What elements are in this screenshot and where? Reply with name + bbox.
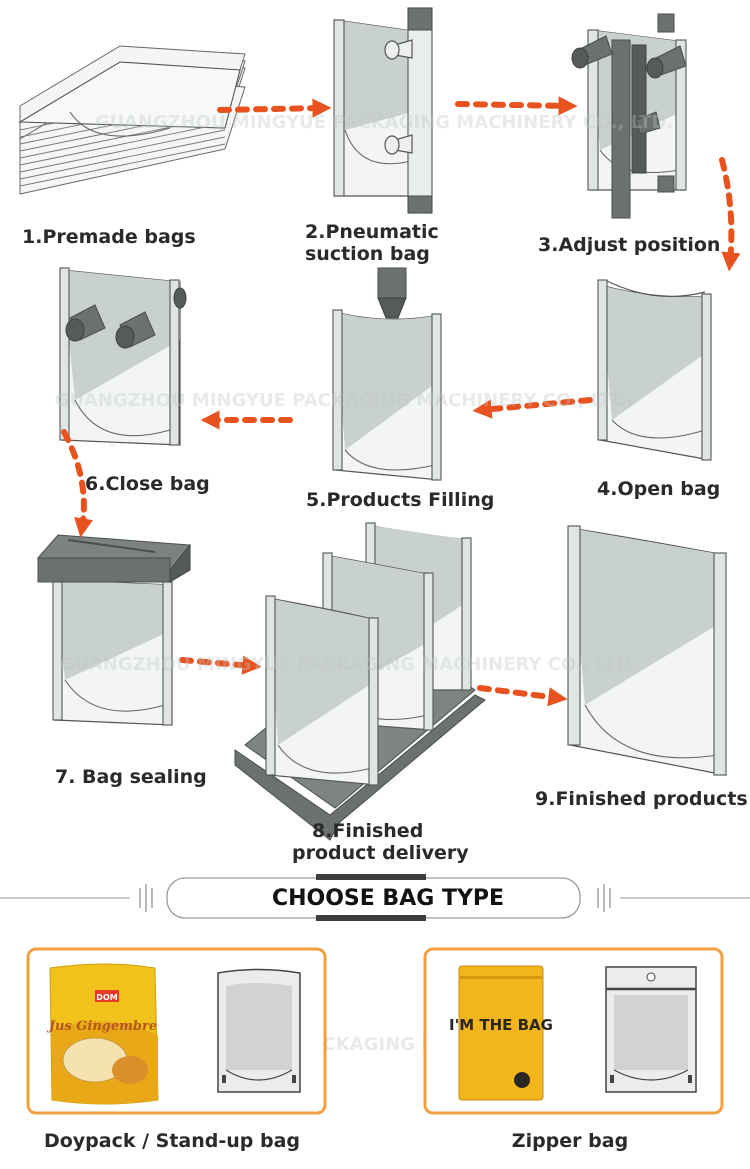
doypack-blank-bag <box>217 968 301 1093</box>
premade-bags-stack <box>18 45 246 195</box>
watermark: GUANGZHOU MINGYUE PACKAGING MACHINERY CO… <box>60 654 638 675</box>
suction-cup-icon <box>384 39 413 155</box>
watermark: GUANGZHOU MINGYUE PACKAGING MACHINERY CO… <box>55 390 633 411</box>
dashed-arrow-icon <box>61 429 94 538</box>
dashed-arrow-icon <box>179 655 262 675</box>
nozzle-icon <box>377 267 407 319</box>
filling-illustration <box>332 267 442 481</box>
bag-type-label-doypack: Doypack / Stand-up bag <box>44 1130 300 1152</box>
dashed-arrow-icon <box>477 685 568 707</box>
suction-cup-icon <box>65 287 187 349</box>
bag-type-card-doypack[interactable]: DOM Jus Gingembre <box>26 947 327 1115</box>
doypack-product-name: Jus Gingembre <box>46 1019 157 1034</box>
dashed-arrow-icon <box>217 98 332 118</box>
banner-title: CHOOSE BAG TYPE <box>272 886 504 911</box>
dashed-arrow-icon <box>719 157 741 272</box>
choose-bag-type-banner: CHOOSE BAG TYPE <box>0 874 750 921</box>
step-label-3: 3.Adjust position <box>538 234 720 256</box>
step-label-6: 6.Close bag <box>85 473 210 495</box>
open-bag-illustration <box>597 279 712 461</box>
zipper-product-photo: I'M THE BAG <box>449 965 553 1101</box>
step-label-1: 1.Premade bags <box>22 226 196 248</box>
bag-type-label-zipper: Zipper bag <box>512 1130 628 1152</box>
step-label-7: 7. Bag sealing <box>55 766 207 788</box>
adjust-position-illustration <box>571 13 687 219</box>
suction-bag-illustration <box>333 7 433 214</box>
doypack-product-photo: DOM Jus Gingembre <box>46 963 159 1105</box>
step-label-2-cont: suction bag <box>305 243 430 265</box>
step-label-8-cont: product delivery <box>292 842 469 864</box>
close-bag-illustration <box>59 267 187 446</box>
zipper-product-text: I'M THE BAG <box>449 1016 553 1034</box>
finished-product-illustration <box>567 525 727 776</box>
dashed-arrow-icon <box>455 96 578 116</box>
bag-sealing-illustration <box>36 534 191 726</box>
delivery-conveyor-illustration <box>234 522 486 841</box>
watermark: GUANGZHOU MINGYUE PACKAGING MACHINERY CO… <box>95 112 673 133</box>
step-label-8: 8.Finished <box>312 820 423 842</box>
dashed-arrow-icon <box>472 397 593 419</box>
step-label-5: 5.Products Filling <box>306 489 494 511</box>
flow-arrows <box>61 96 741 707</box>
step-label-4: 4.Open bag <box>597 478 720 500</box>
bag-type-card-zipper[interactable]: I'M THE BAG <box>423 947 724 1115</box>
suction-cup-icon <box>571 35 687 135</box>
step-label-2: 2.Pneumatic <box>305 221 439 243</box>
doypack-brand-text: DOM <box>96 993 117 1002</box>
zipper-blank-bag <box>605 966 697 1093</box>
step-label-9: 9.Finished products <box>535 788 748 810</box>
heat-seal-bar-icon <box>36 534 191 583</box>
